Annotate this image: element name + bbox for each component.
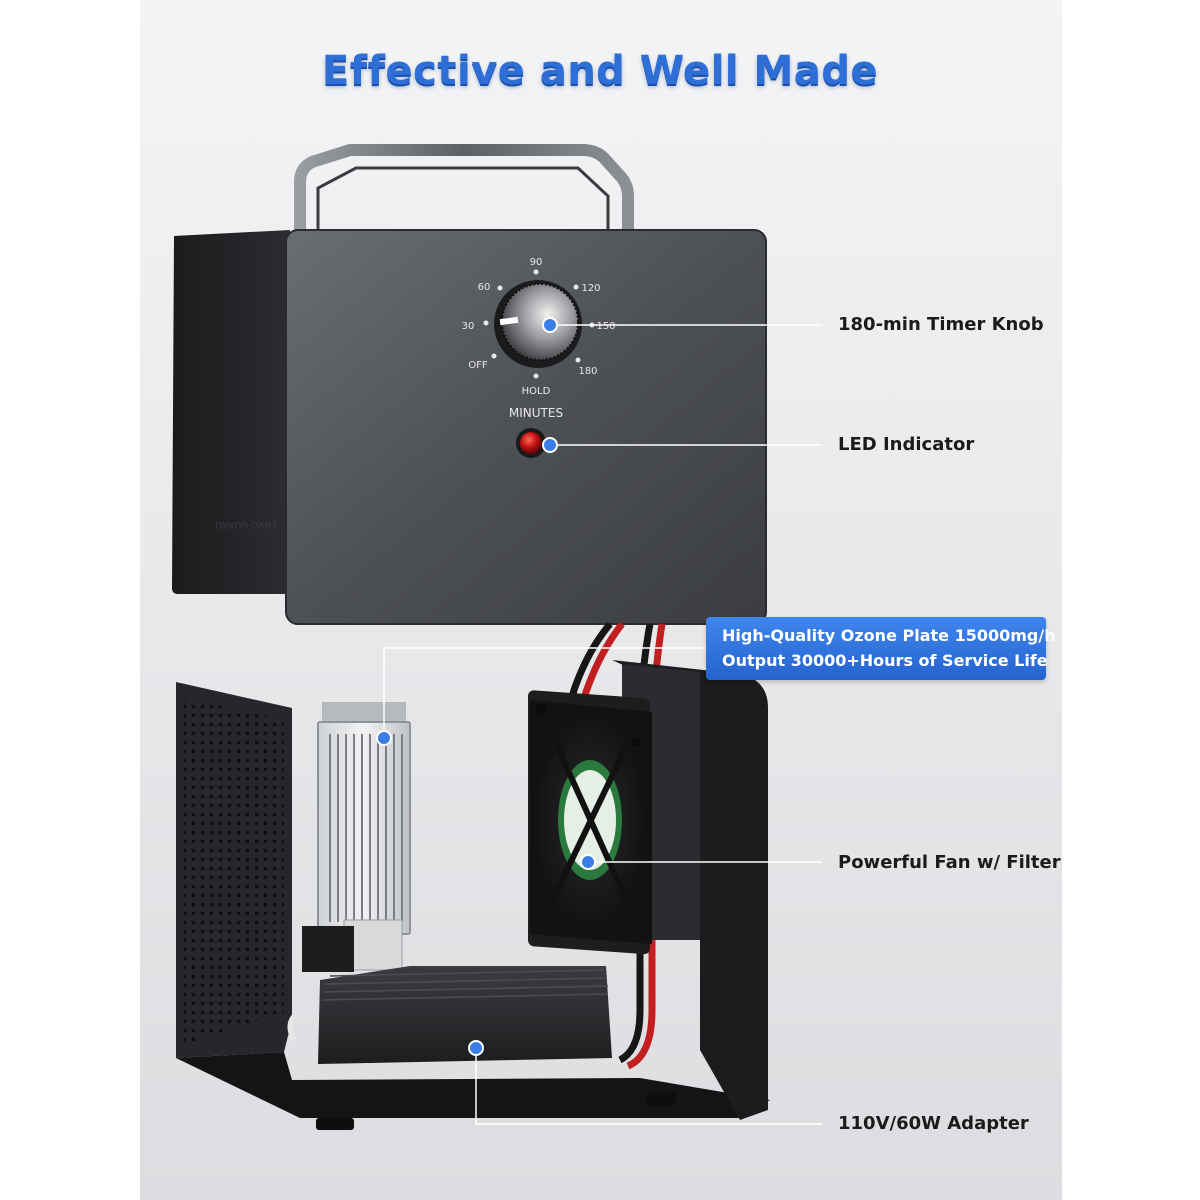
timer-knob[interactable] xyxy=(494,280,582,368)
dial-label-180: 180 xyxy=(578,366,597,377)
cooling-fan xyxy=(528,690,652,955)
carry-handle xyxy=(294,144,634,232)
callout-leaders xyxy=(383,324,822,1125)
top-housing-side xyxy=(172,230,290,594)
callout-ozone-plate: High-Quality Ozone Plate 15000mg/h Outpu… xyxy=(706,617,1056,680)
dial-label-120: 120 xyxy=(581,283,600,294)
callout-ozone-line-2: Output 30000+Hours of Service Life xyxy=(722,651,1048,670)
dial-label-30: 30 xyxy=(462,321,475,332)
marker-dot-plate xyxy=(376,730,392,746)
led-indicator xyxy=(516,428,546,458)
page-title: Effective and Well Made xyxy=(321,48,879,94)
dial-caption: MINUTES xyxy=(509,406,563,420)
dial-label-hold: HOLD xyxy=(522,386,551,397)
callout-adapter: 110V/60W Adapter xyxy=(838,1113,1029,1134)
marker-dot-fan xyxy=(580,854,596,870)
dial-label-off: OFF xyxy=(468,360,488,371)
marker-dot-timer xyxy=(542,317,558,333)
dial-label-90: 90 xyxy=(530,257,543,268)
base-tray xyxy=(176,1052,770,1130)
dial-label-150: 150 xyxy=(596,321,615,332)
perforated-side-panel xyxy=(176,682,292,1058)
marker-dot-led xyxy=(542,437,558,453)
marker-dots xyxy=(376,317,596,1056)
callout-ozone-line-1: High-Quality Ozone Plate 15000mg/h xyxy=(722,626,1056,645)
top-housing-front xyxy=(286,230,766,624)
marker-dot-adapter xyxy=(468,1040,484,1056)
ozone-plate xyxy=(302,702,411,972)
callout-led-indicator: LED Indicator xyxy=(838,434,975,455)
timer-dial-scale: OFF 30 60 90 120 150 180 HOLD xyxy=(462,257,616,397)
callout-fan: Powerful Fan w/ Filter xyxy=(838,852,1061,873)
power-adapter xyxy=(287,966,612,1064)
dial-label-60: 60 xyxy=(478,282,491,293)
svg-text:ENVO GUARD: ENVO GUARD xyxy=(215,519,276,529)
callout-timer-knob: 180-min Timer Knob xyxy=(838,314,1044,335)
